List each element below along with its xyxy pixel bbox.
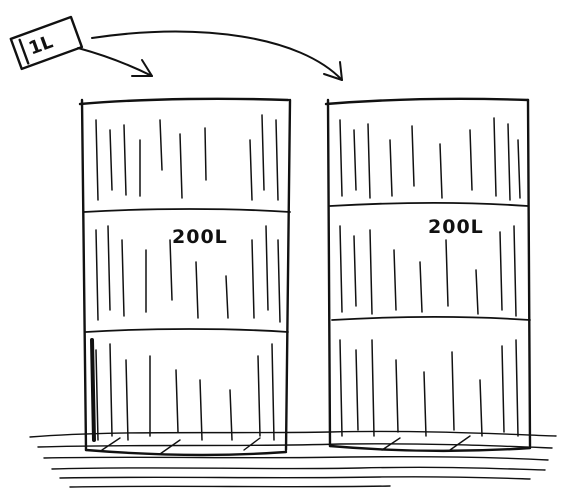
one-litre-can: 1L bbox=[11, 17, 82, 69]
arrow-to-drum-1 bbox=[78, 48, 152, 76]
drum-1: 200L bbox=[80, 99, 290, 455]
can-label: 1L bbox=[26, 31, 56, 59]
ground-hatching bbox=[30, 431, 556, 487]
drum-1-label: 200L bbox=[172, 226, 228, 248]
drum-2: 200L bbox=[326, 99, 530, 451]
drum-2-label: 200L bbox=[428, 216, 484, 238]
arrow-to-drum-2 bbox=[92, 32, 342, 80]
